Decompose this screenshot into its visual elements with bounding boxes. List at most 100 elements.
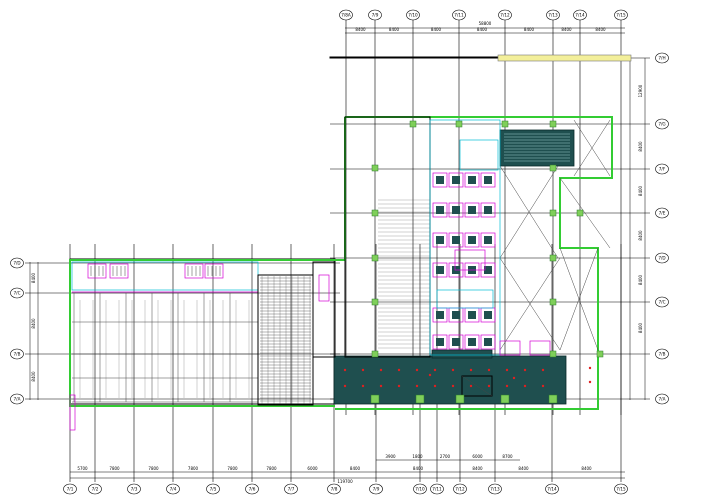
right-axis-8-label: 7/A [659, 397, 666, 402]
column [596, 350, 604, 358]
column [455, 120, 463, 128]
left-axis-3-circle [10, 348, 24, 360]
bottom-dim-5: 7800 [227, 466, 238, 471]
toilet-fixture [452, 236, 460, 244]
bottom-axis-14-circle [545, 483, 559, 495]
top-dim-3: 8400 [431, 27, 442, 32]
column-south [548, 394, 558, 404]
toilet-cubicle [432, 262, 448, 278]
bottom-axis-7: 7/7 [284, 483, 298, 495]
top-axis-3: 7/10 [406, 9, 420, 21]
left-axis-3-label: 7/B [14, 352, 21, 357]
bottom-dim-10: 8400 [472, 466, 483, 471]
column-south [455, 394, 465, 404]
bottom-axis-8-label: 7/8 [331, 487, 338, 492]
fire-equipment [318, 274, 330, 302]
bottom-dim-11: 8400 [518, 466, 529, 471]
toilet-cubicle [480, 232, 496, 248]
toilet-fixture [484, 266, 492, 274]
column [549, 120, 557, 128]
column [576, 209, 584, 217]
bottom-axis-3-label: 7/3 [131, 487, 138, 492]
toilet-fixture [484, 311, 492, 319]
equipment-room-2 [529, 340, 551, 356]
washroom-block [109, 263, 129, 279]
elevator-lobby [454, 249, 486, 271]
left-dim-2: 8400 [31, 318, 36, 329]
right-axis-1-circle [655, 52, 669, 64]
column [549, 209, 557, 217]
bottom-dim-4: 7800 [188, 466, 199, 471]
bottom-dim-3: 7800 [148, 466, 159, 471]
light-fixture [505, 368, 509, 372]
top-axis-6: 7/13 [546, 9, 560, 21]
bottom-dim-1: 5700 [77, 466, 88, 471]
toilet-cubicle [464, 202, 480, 218]
bottom-axis-6-label: 7/6 [249, 487, 256, 492]
bottom-axis-7-circle [284, 483, 298, 495]
top-axis-4: 7/11 [452, 9, 466, 21]
bottom-axis-3-circle [127, 483, 141, 495]
column [549, 254, 557, 262]
room-blocks [429, 119, 570, 397]
toilet-cubicle [480, 334, 496, 350]
toilet-cubicle [448, 232, 464, 248]
bottom-axis-14: 7/14 [545, 483, 559, 495]
top-dim-5: 8400 [524, 27, 535, 32]
right-axis-6: 7/C [655, 296, 669, 308]
top-dim-2: 8400 [389, 27, 400, 32]
bottom-upper-dim-2: 1800 [412, 454, 423, 459]
top-dim-4: 8400 [477, 27, 488, 32]
void-crosses [499, 119, 611, 351]
toilet-fixture [468, 338, 476, 346]
bottom-axis-15-circle [614, 483, 628, 495]
bottom-dim-8: 8400 [350, 466, 361, 471]
washroom-block [204, 263, 224, 279]
teal-zone-corridor-south [333, 355, 567, 405]
left-axis-2-label: 7/C [14, 291, 21, 296]
top-axis-3-circle [406, 9, 420, 21]
light-fixture [588, 380, 592, 384]
right-axis-6-circle [655, 296, 669, 308]
toilet-fixture [484, 176, 492, 184]
left-axis-4: 7/A [10, 393, 24, 405]
top-dim-6: 8400 [561, 27, 572, 32]
top-axis-4-circle [452, 9, 466, 21]
bottom-axis-4-label: 7/4 [170, 487, 177, 492]
light-fixture [523, 368, 527, 372]
light-fixture [523, 384, 527, 388]
stair-void [461, 375, 493, 397]
right-axis-1: 7/H [655, 52, 669, 64]
toilet-fixture [468, 311, 476, 319]
left-axis-1-label: 7/D [13, 261, 20, 266]
right-axis-8-circle [655, 393, 669, 405]
top-axis-1-label: 7/8A [341, 13, 351, 18]
bottom-axis-5-circle [206, 483, 220, 495]
ramp-core [312, 261, 336, 358]
washroom-block [184, 263, 204, 279]
right-axis-5: 7/D [655, 252, 669, 264]
right-dim-5: 8400 [638, 274, 643, 285]
top-axis-7-circle [573, 9, 587, 21]
left-wing-interior [69, 261, 259, 431]
left-dim-1: 8400 [31, 272, 36, 283]
shaft-room [436, 289, 494, 309]
light-fixture [541, 384, 545, 388]
bottom-axis-13: 7/13 [488, 483, 502, 495]
right-axis-5-circle [655, 252, 669, 264]
bottom-axis-13-circle [488, 483, 502, 495]
light-fixture [512, 376, 516, 380]
toilet-fixture [452, 338, 460, 346]
column-south [415, 394, 425, 404]
light-fixture [487, 368, 491, 372]
stair-void-mark [461, 375, 493, 397]
toilet-fixture [484, 338, 492, 346]
right-dim-2: 8400 [638, 141, 643, 152]
column [409, 120, 417, 128]
toilet-cubicle [448, 334, 464, 350]
bottom-axis-13-label: 7/13 [490, 487, 500, 492]
bottom-axis-15: 7/15 [614, 483, 628, 495]
right-axis-3-circle [655, 163, 669, 175]
right-axis-2-label: 7/G [658, 122, 665, 127]
